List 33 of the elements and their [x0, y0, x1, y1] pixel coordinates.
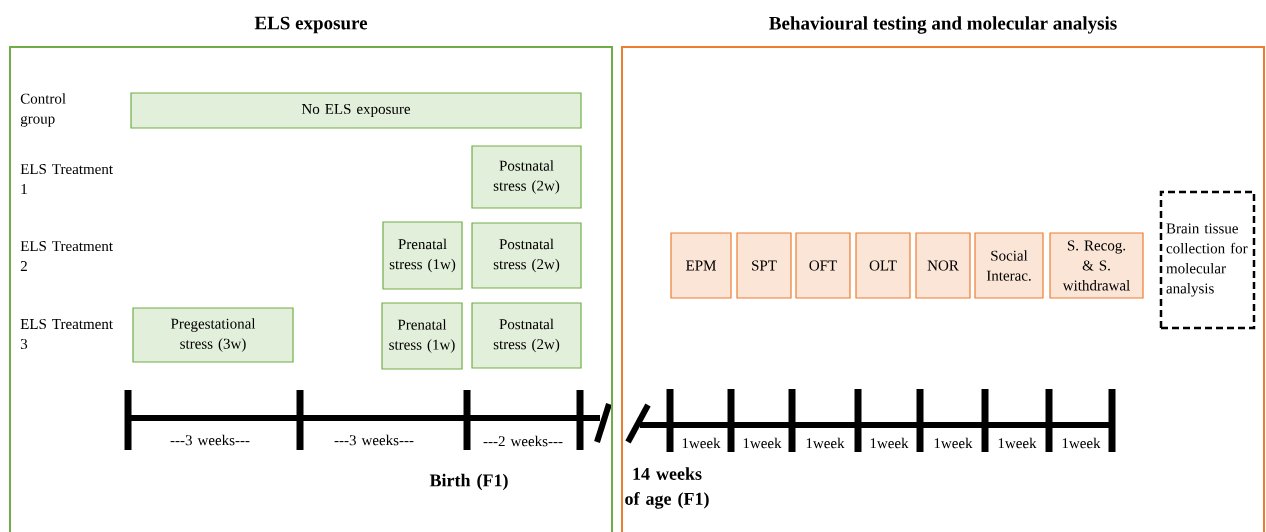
step-box: Postnatal stress (2w) — [471, 222, 582, 289]
panel-heading: Behavioural testing and molecular analysis — [769, 16, 1117, 34]
step-box: No ELS exposure — [130, 92, 582, 129]
timeline-label: Birth (F1) — [429, 473, 508, 491]
step-box: Pregestational stress (3w) — [132, 307, 294, 363]
step-box: S. Recog. & S. withdrawal — [1049, 232, 1144, 299]
timeline-label: ---3 weeks--- — [170, 434, 250, 446]
step-box: OLT — [855, 232, 911, 299]
step-box: SPT — [736, 232, 792, 299]
timeline-label: ---2 weeks--- — [483, 435, 563, 447]
step-box: Postnatal stress (2w) — [471, 302, 582, 369]
timeline-label: 1week — [934, 437, 973, 449]
timeline-label: 1week — [1062, 437, 1101, 449]
row-label: ELS Treatment 1 — [20, 164, 113, 194]
step-box: EPM — [670, 232, 732, 299]
panel-heading: ELS exposure — [254, 16, 368, 34]
timeline-label: 1week — [806, 437, 845, 449]
step-box: NOR — [915, 232, 971, 299]
dashed-box: Brain tissue collection for molecular analysis — [1159, 190, 1256, 330]
step-box: OFT — [795, 232, 851, 299]
timeline-label: 1week — [870, 437, 909, 449]
row-label: Control group — [20, 93, 66, 127]
timeline-label: 1week — [682, 437, 721, 449]
timeline-label: 1week — [743, 437, 782, 449]
step-box: Postnatal stress (2w) — [471, 145, 582, 209]
step-box: Prenatal stress (1w) — [381, 302, 463, 370]
timeline-label: 14 weeks of age (F1) — [625, 467, 709, 509]
timeline-label: ---3 weeks--- — [334, 434, 414, 446]
step-box: Prenatal stress (1w) — [382, 221, 463, 290]
row-label: ELS Treatment 2 — [20, 241, 113, 271]
step-box: Social Interac. — [974, 232, 1044, 299]
timeline-label: 1week — [998, 437, 1037, 449]
row-label: ELS Treatment 3 — [20, 318, 113, 350]
